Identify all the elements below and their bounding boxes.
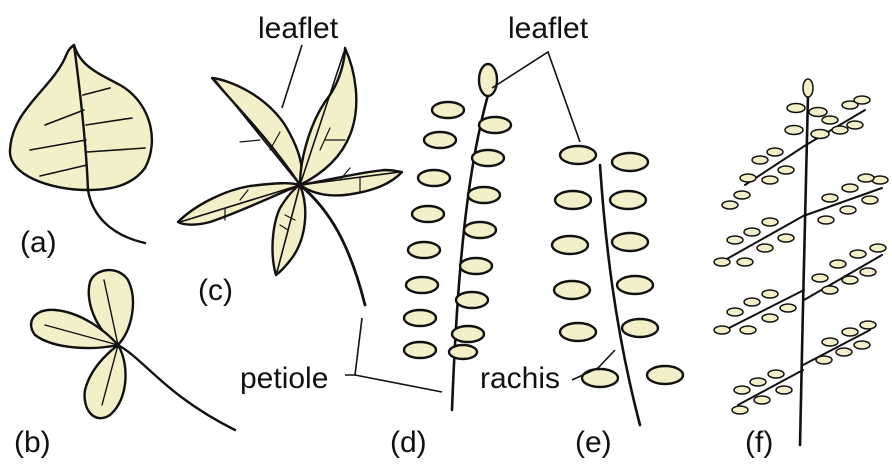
label-a: (a) xyxy=(20,226,57,259)
label-leaflet-c: leaflet xyxy=(258,12,339,45)
label-e: (e) xyxy=(575,426,612,459)
label-c: (c) xyxy=(198,274,233,307)
label-d: (d) xyxy=(390,426,427,459)
label-f: (f) xyxy=(745,426,773,459)
leader-line-petiole-d xyxy=(355,375,442,392)
bipinnate-leaf-f xyxy=(714,79,888,445)
pinnate-leaf-e xyxy=(552,146,683,425)
pinnate-leaf-d xyxy=(404,64,511,410)
leader-line-petiole-c xyxy=(345,318,362,375)
label-petiole: petiole xyxy=(240,362,328,395)
label-leaflet-de: leaflet xyxy=(508,12,589,45)
palmate-leaf-c xyxy=(178,48,402,305)
label-rachis: rachis xyxy=(480,362,560,395)
simple-leaf-a xyxy=(10,45,152,243)
leader-line-leaflet-c xyxy=(282,45,302,108)
labels: leaflet leaflet petiole rachis (a) (b) (… xyxy=(14,12,773,459)
label-b: (b) xyxy=(14,426,51,459)
